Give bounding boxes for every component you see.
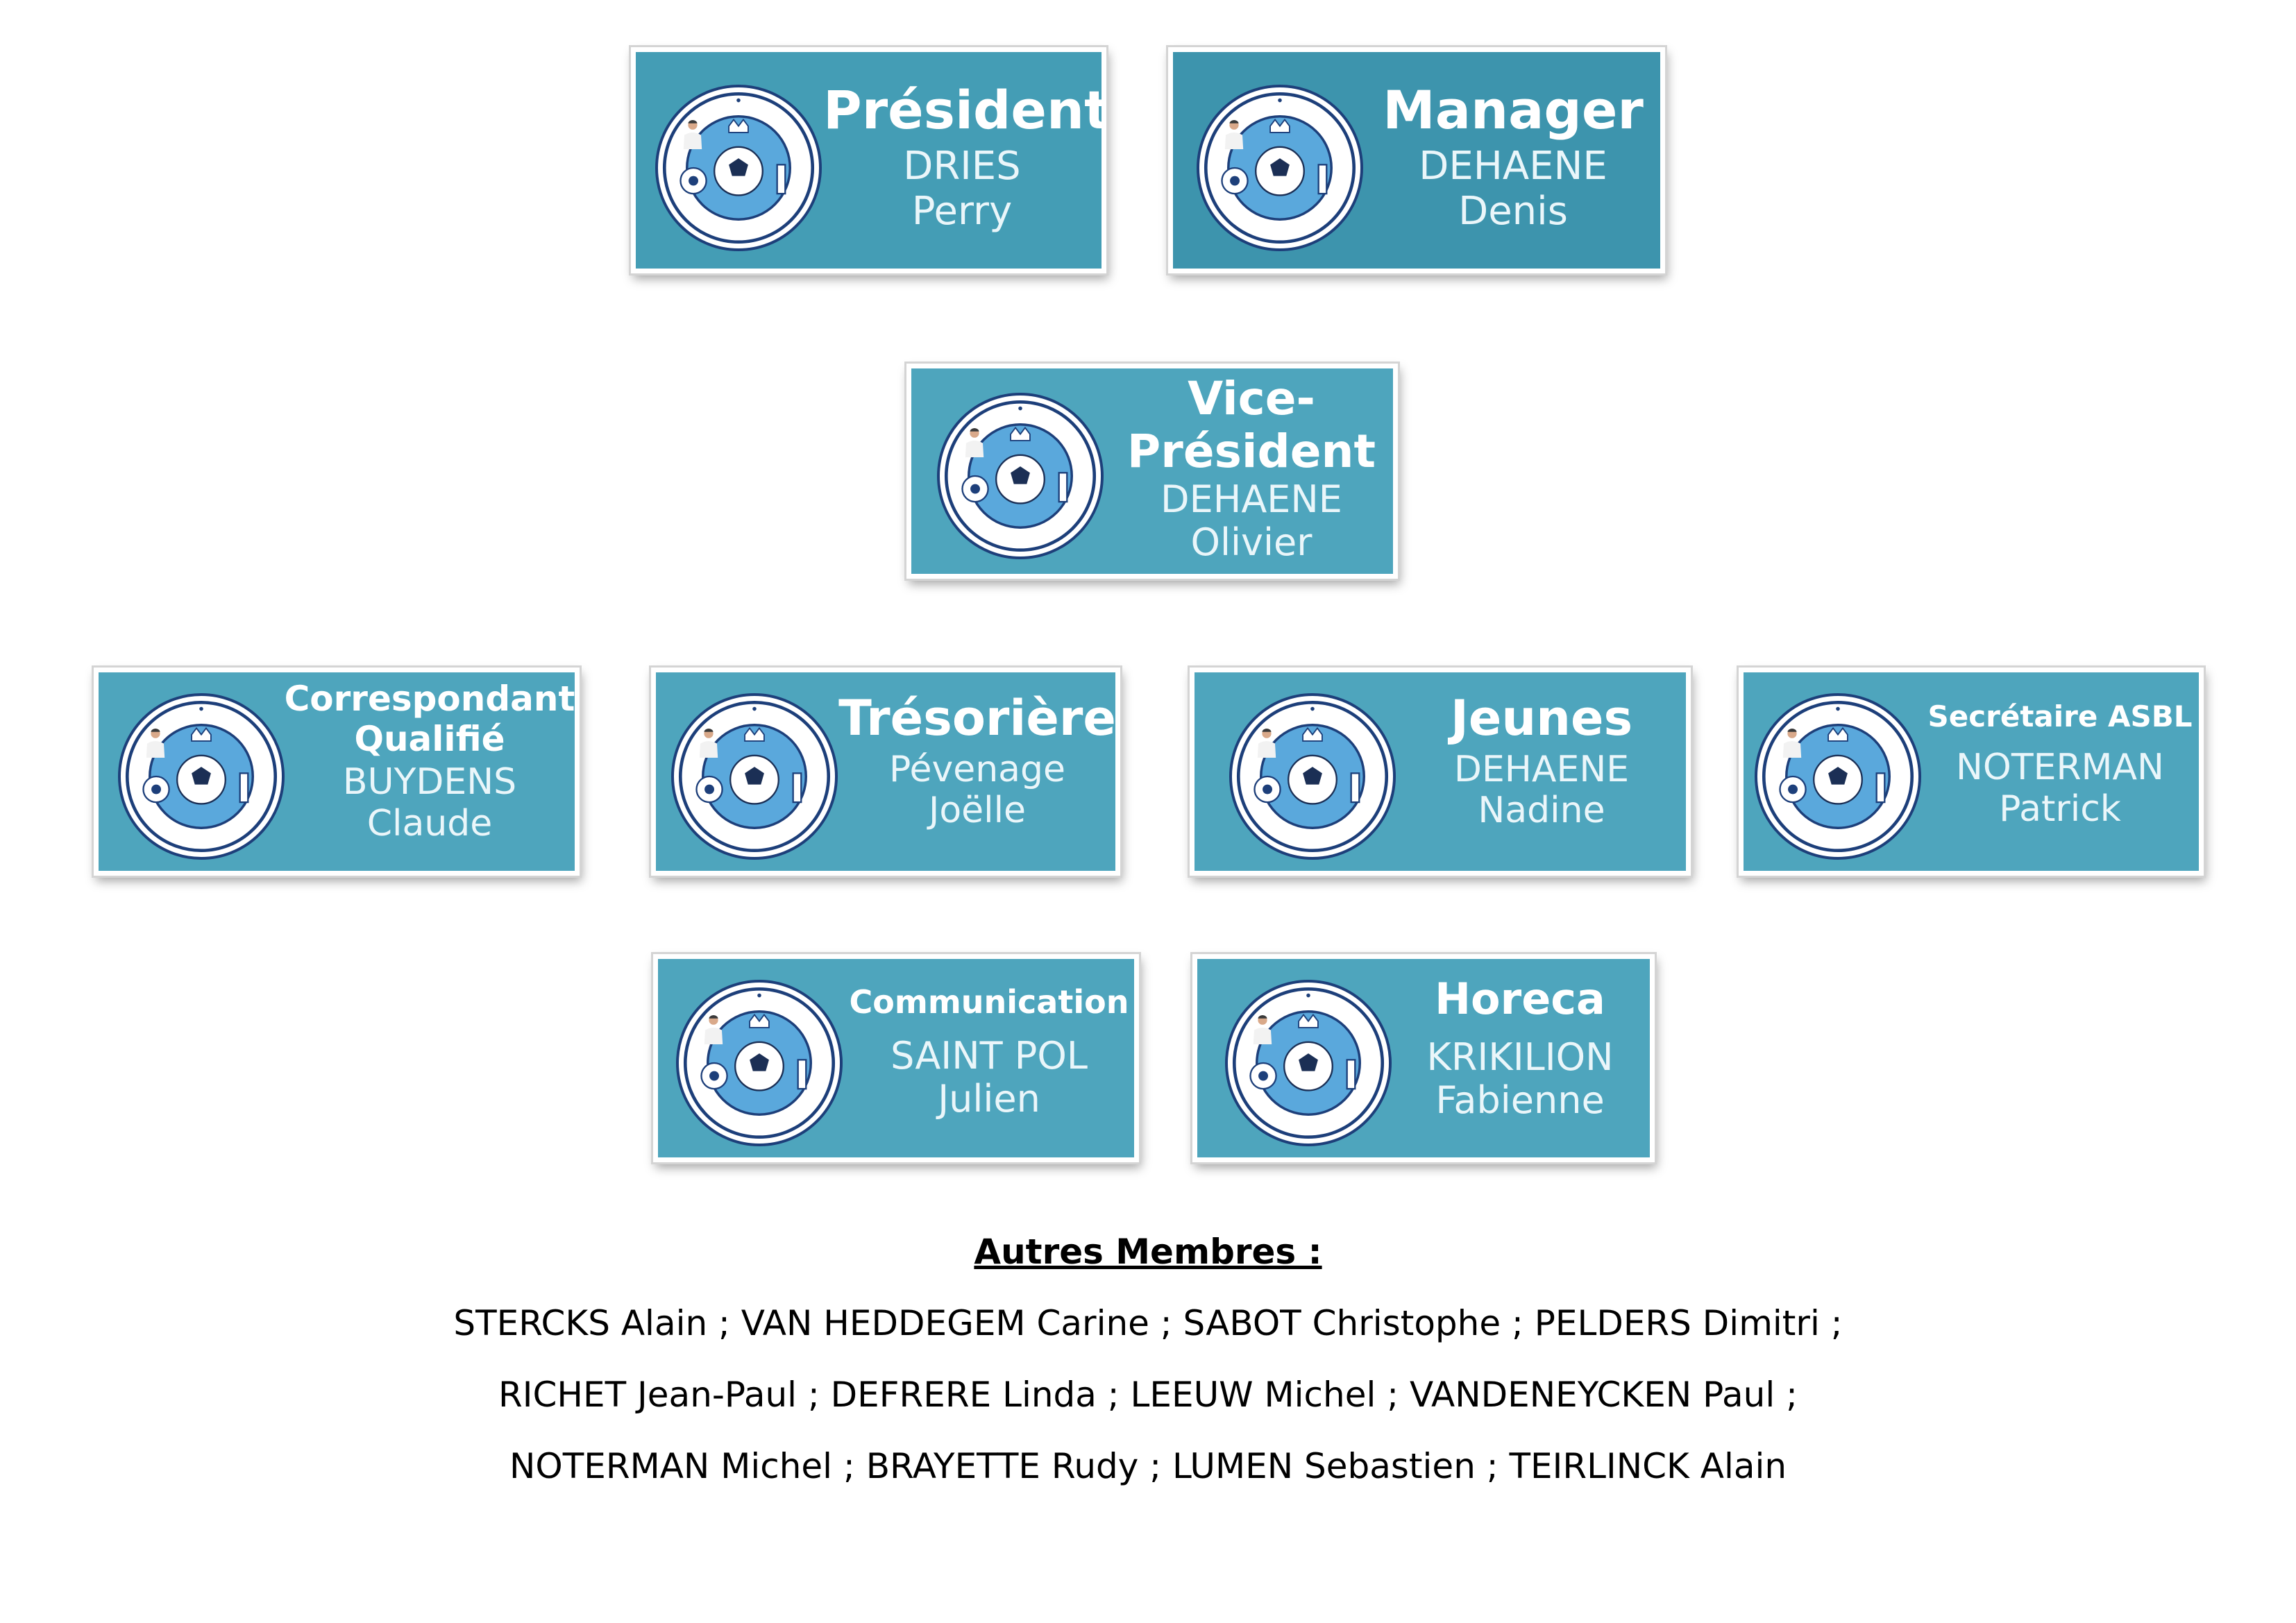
member-first-name: Patrick	[1999, 788, 2121, 831]
horeca-card: Horeca KRIKILION Fabienne	[1192, 954, 1655, 1162]
role-title-line2: Qualifié	[354, 718, 505, 759]
club-logo-icon	[676, 980, 843, 1146]
member-last-name: DEHAENE	[1160, 477, 1342, 521]
member-first-name: Olivier	[1190, 520, 1312, 564]
jeunes-card: Jeunes DEHAENE Nadine	[1190, 668, 1691, 876]
other-members-line: NOTERMAN Michel ; BRAYETTE Rudy ; LUMEN …	[509, 1446, 1787, 1486]
tresoriere-text: Trésorière Pévenage Joëlle	[835, 690, 1116, 832]
role-title: Trésorière	[838, 690, 1116, 747]
member-first-name: Fabienne	[1435, 1078, 1605, 1123]
member-last-name: DEHAENE	[1453, 748, 1630, 790]
manager-card: Manager DEHAENE Denis	[1168, 47, 1665, 273]
member-first-name: Denis	[1458, 188, 1568, 234]
other-members-line: STERCKS Alain ; VAN HEDDEGEM Carine ; SA…	[453, 1303, 1843, 1343]
member-first-name: Julien	[938, 1076, 1040, 1121]
role-title: Horeca	[1435, 974, 1605, 1024]
president-card: Président DRIES Perry	[631, 47, 1106, 273]
member-first-name: Nadine	[1478, 790, 1605, 832]
club-logo-icon	[1755, 693, 1921, 860]
correspondant-text: Correspondant Qualifié BUYDENS Claude	[280, 679, 575, 845]
role-title: Jeunes	[1450, 690, 1633, 747]
member-first-name: Claude	[366, 802, 493, 844]
member-last-name: BUYDENS	[342, 761, 517, 803]
secretaire-card: Secrétaire ASBL NOTERMAN Patrick	[1739, 668, 2204, 876]
other-members-line: RICHET Jean-Paul ; DEFRERE Linda ; LEEUW…	[498, 1375, 1798, 1415]
club-logo-icon	[655, 85, 822, 251]
member-last-name: KRIKILION	[1426, 1035, 1614, 1080]
member-last-name: DRIES	[903, 144, 1021, 189]
club-logo-icon	[937, 393, 1104, 559]
role-title: Secrétaire ASBL	[1927, 699, 2193, 733]
jeunes-text: Jeunes DEHAENE Nadine	[1403, 690, 1680, 832]
club-logo-icon	[118, 693, 285, 860]
role-title: Communication	[849, 983, 1129, 1021]
member-last-name: NOTERMAN	[1956, 747, 2164, 789]
vice-president-text: Vice- Président DEHAENE Olivier	[1106, 372, 1393, 564]
president-text: Président DRIES Perry	[823, 80, 1101, 234]
role-title: Président	[823, 79, 1106, 141]
communication-text: Communication SAINT POL Julien	[840, 983, 1134, 1121]
role-title-line2: Président	[1126, 424, 1376, 478]
club-logo-icon	[1229, 693, 1396, 860]
manager-text: Manager DEHAENE Denis	[1367, 80, 1659, 234]
vice-president-card: Vice- Président DEHAENE Olivier	[906, 364, 1398, 579]
member-last-name: Pévenage	[888, 748, 1066, 790]
horeca-text: Horeca KRIKILION Fabienne	[1392, 974, 1648, 1122]
role-title-line1: Correspondant	[284, 679, 575, 719]
member-last-name: SAINT POL	[890, 1033, 1088, 1078]
role-title-line1: Vice-	[1188, 372, 1315, 425]
role-title: Manager	[1383, 79, 1644, 141]
tresoriere-card: Trésorière Pévenage Joëlle	[651, 668, 1120, 876]
club-logo-icon	[1197, 85, 1363, 251]
member-first-name: Joëlle	[928, 790, 1027, 832]
club-logo-icon	[1225, 980, 1392, 1146]
club-logo-icon	[671, 693, 838, 860]
member-first-name: Perry	[911, 188, 1013, 234]
member-last-name: DEHAENE	[1419, 144, 1607, 189]
secretaire-text: Secrétaire ASBL NOTERMAN Patrick	[1917, 699, 2199, 831]
communication-card: Communication SAINT POL Julien	[653, 954, 1139, 1162]
other-members-title: Autres Membres :	[974, 1232, 1322, 1272]
correspondant-card: Correspondant Qualifié BUYDENS Claude	[94, 668, 580, 876]
